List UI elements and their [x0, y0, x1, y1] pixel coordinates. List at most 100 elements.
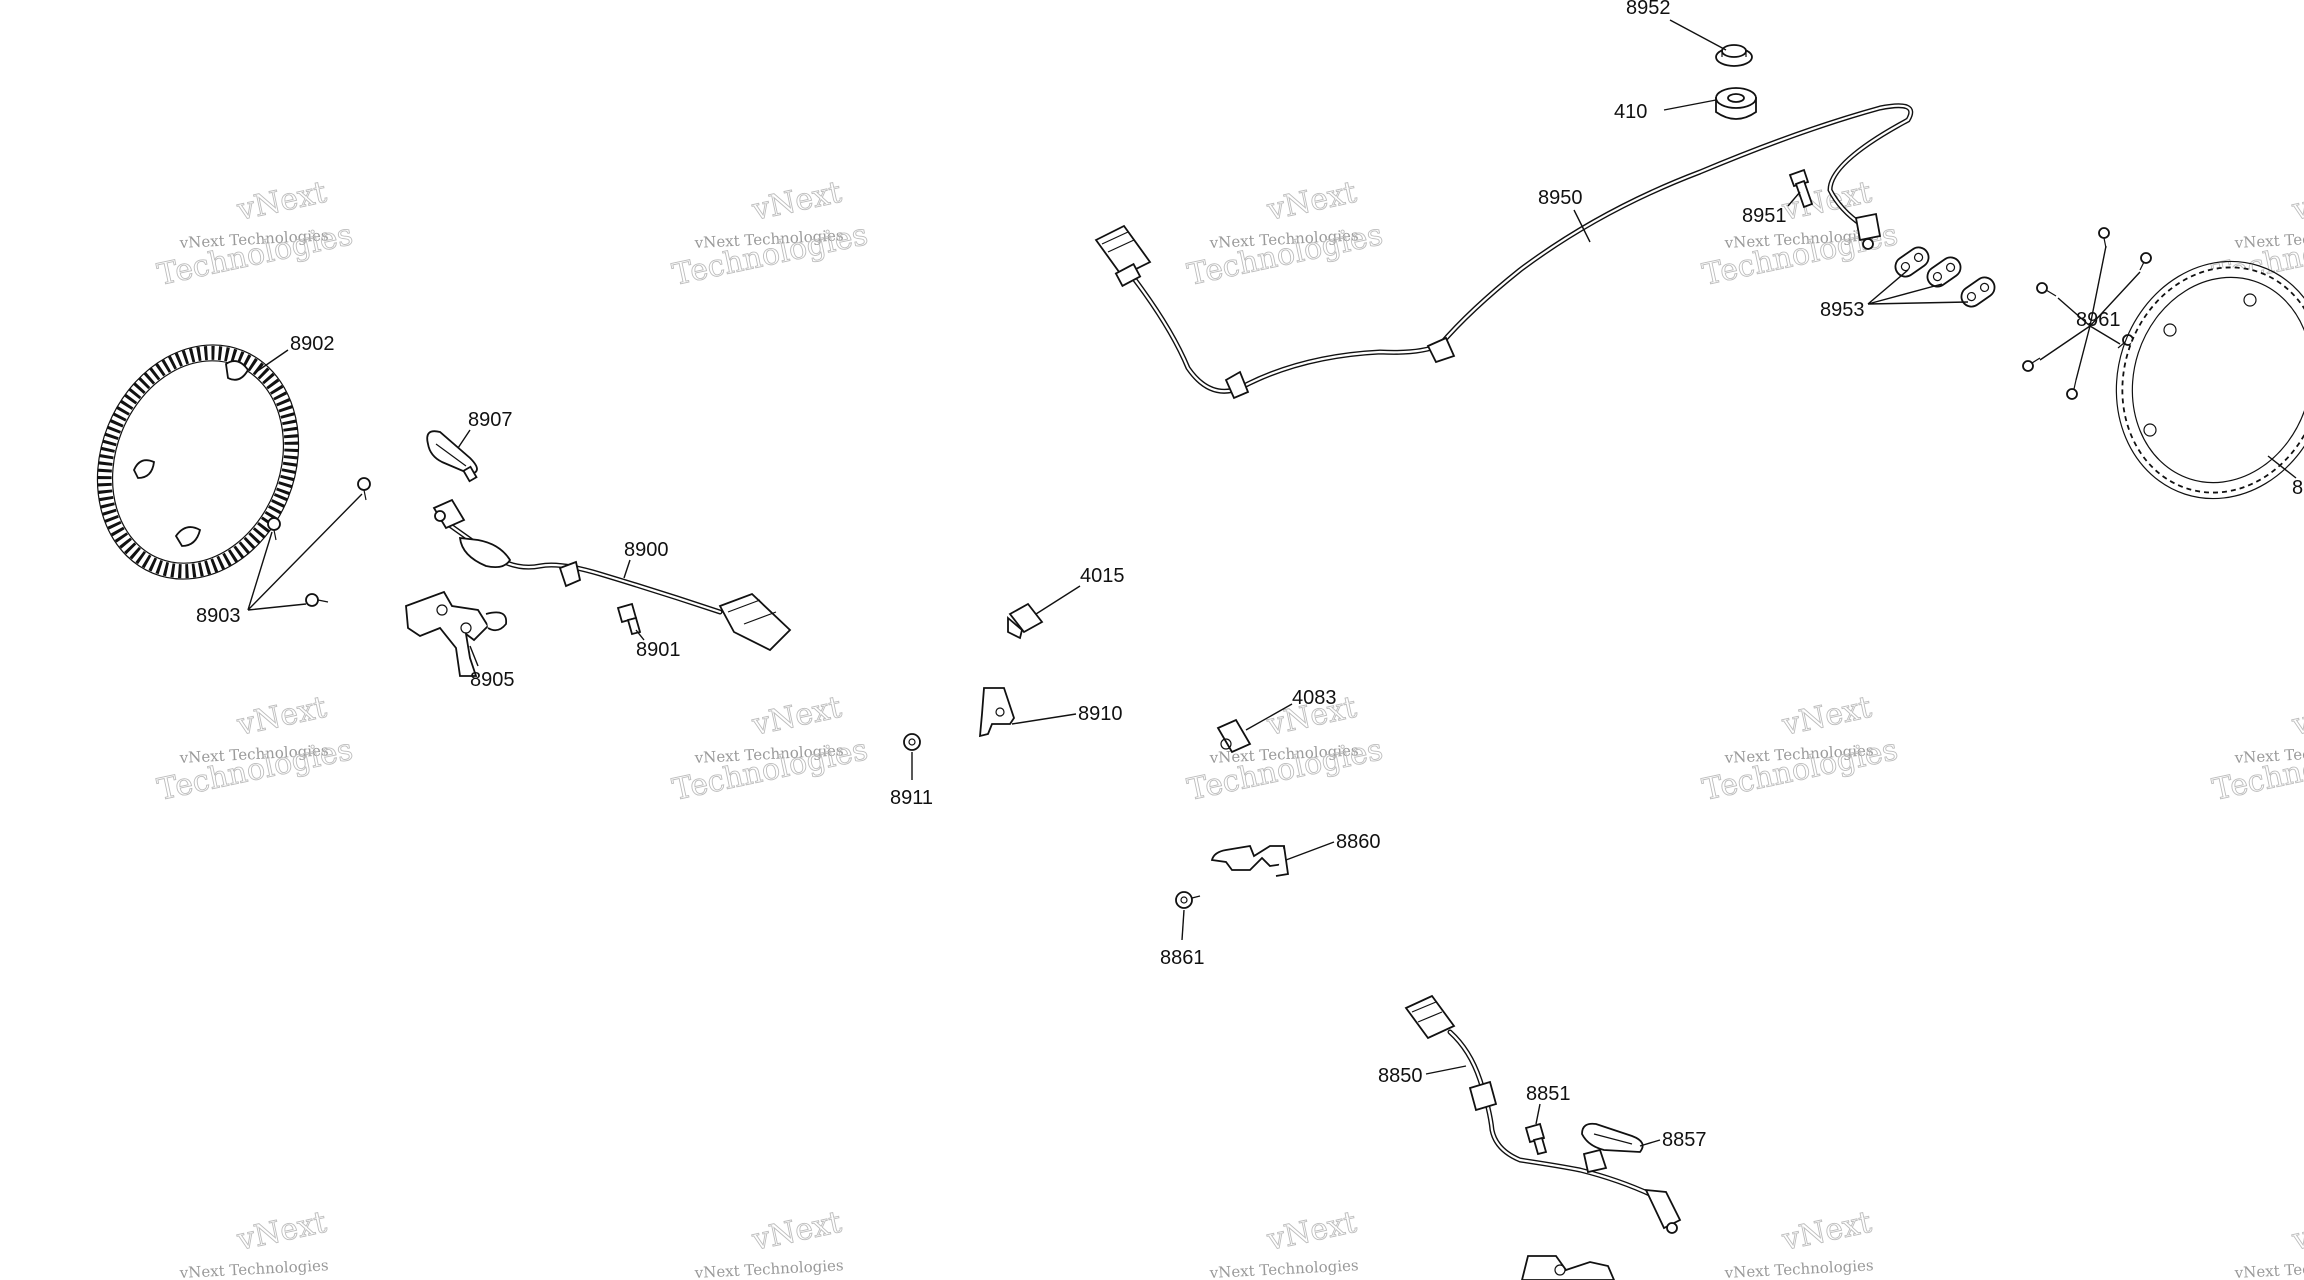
svg-text:Technologies: Technologies: [154, 217, 355, 293]
part-8953-shims: [1894, 246, 1996, 308]
svg-text:Technologies: Technologies: [1699, 732, 1900, 808]
part-8950-harness: [1094, 103, 1914, 400]
label-8952: 8952: [1626, 0, 1671, 19]
watermark: vNext vNext Technologies Technologies: [669, 174, 871, 293]
svg-text:Technologies: Technologies: [669, 217, 870, 293]
label-8861: 8861: [1160, 947, 1205, 969]
part-4083-connector: [1216, 718, 1252, 754]
part-8951-bolt: [1788, 168, 1814, 209]
svg-text:vNext: vNext: [748, 1205, 844, 1258]
svg-text:Technologies: Technologies: [669, 732, 870, 808]
part-8900-front-sensor-harness: [432, 498, 792, 652]
leader-8850: [1425, 1065, 1467, 1075]
watermark: vNext vNext Technologies: [178, 1204, 330, 1280]
leader-8857: [1639, 1139, 1661, 1147]
svg-text:vNext: vNext: [2288, 690, 2304, 743]
leader-8910: [1011, 713, 1077, 725]
label-8905: 8905: [470, 669, 515, 691]
part-8861-bolt: [1175, 891, 1201, 909]
label-410: 410: [1614, 101, 1647, 123]
svg-text:vNext Technologies: vNext Technologies: [178, 1256, 329, 1280]
svg-text:vNext Technologies: vNext Technologies: [693, 1256, 844, 1280]
part-8857-clamp: [1581, 1122, 1644, 1153]
watermark: vNext vNext Technologies: [2233, 1204, 2304, 1280]
part-4015-connector: [1007, 602, 1044, 640]
label-8951: 8951: [1742, 205, 1787, 227]
leader-8950: [1573, 209, 1591, 243]
svg-text:vNext: vNext: [2288, 1205, 2304, 1258]
watermark: vNext vNext Technologies Technologies: [154, 689, 356, 808]
svg-text:vNext: vNext: [1263, 175, 1359, 228]
label-8961: 8961: [2076, 309, 2121, 331]
watermark: vNext vNext Technologies Technologies: [2209, 689, 2304, 808]
leader-8961: [2039, 245, 2141, 381]
leader-8907: [457, 429, 471, 449]
part-8902-tone-ring: [96, 344, 300, 580]
part-8907-clamp: [426, 430, 478, 483]
leader-8953: [1867, 269, 1969, 305]
label-8851: 8851: [1526, 1083, 1571, 1105]
leader-8951: [1787, 191, 1801, 207]
part-8952-cap: [1715, 44, 1753, 67]
label-8900: 8900: [624, 539, 669, 561]
label-8907: 8907: [468, 409, 513, 431]
leader-4015: [1035, 585, 1081, 615]
part-410-grommet: [1715, 87, 1757, 120]
svg-text:Technologies: Technologies: [1184, 732, 1385, 808]
leader-8900: [623, 559, 631, 579]
svg-text:Technologies: Technologies: [2209, 732, 2304, 808]
watermark: vNext vNext Technologies: [1208, 1204, 1360, 1280]
label-8857: 8857: [1662, 1129, 1707, 1151]
svg-text:vNext Technologies: vNext Technologies: [2233, 1256, 2304, 1280]
leader-8901: [635, 629, 645, 641]
svg-text:vNext: vNext: [748, 690, 844, 743]
svg-text:vNext: vNext: [2288, 175, 2304, 228]
label-8902: 8902: [290, 333, 335, 355]
svg-text:vNext: vNext: [233, 175, 329, 228]
svg-text:vNext: vNext: [1778, 1205, 1874, 1258]
svg-text:vNext: vNext: [1263, 1205, 1359, 1258]
label-8901: 8901: [636, 639, 681, 661]
leader-8860: [1285, 841, 1335, 861]
svg-text:vNext Technologies: vNext Technologies: [1208, 1256, 1359, 1280]
watermark: vNext vNext Technologies Technologies: [1699, 689, 1901, 808]
leader-8962: [2267, 455, 2297, 479]
leader-8905: [469, 645, 479, 667]
svg-text:Technologies: Technologies: [154, 732, 355, 808]
svg-text:vNext: vNext: [233, 690, 329, 743]
leader-8902: [255, 349, 289, 373]
leader-8903: [247, 493, 363, 611]
label-4015: 4015: [1080, 565, 1125, 587]
part-8905-bracket: [405, 590, 508, 677]
part-8911-bolt: [903, 733, 921, 751]
label-8911: 8911: [890, 787, 933, 809]
svg-text:vNext: vNext: [1778, 690, 1874, 743]
watermark: vNext vNext Technologies: [693, 1204, 845, 1280]
svg-text:vNext Technologies: vNext Technologies: [1723, 1256, 1874, 1280]
part-8855-bracket-partial: [1521, 1255, 1615, 1280]
svg-text:Technologies: Technologies: [1184, 217, 1385, 293]
part-8903-bolts: [267, 477, 371, 607]
label-8850: 8850: [1378, 1065, 1423, 1087]
label-8910: 8910: [1078, 703, 1123, 725]
svg-text:vNext: vNext: [748, 175, 844, 228]
watermark: vNext vNext Technologies Technologies: [1184, 174, 1386, 293]
label-8860: 8860: [1336, 831, 1381, 853]
leader-8952: [1669, 19, 1727, 51]
leader-410: [1663, 99, 1717, 111]
label-8950: 8950: [1538, 187, 1583, 209]
label-8953: 8953: [1820, 299, 1865, 321]
svg-text:vNext: vNext: [233, 1205, 329, 1258]
part-8851-bolt: [1524, 1122, 1548, 1156]
label-8903: 8903: [196, 605, 241, 627]
leader-8851: [1535, 1103, 1541, 1125]
part-8901-bolt: [616, 602, 642, 636]
watermark: vNext vNext Technologies: [1723, 1204, 1875, 1280]
part-rear-tone-ring: [2115, 260, 2304, 500]
label-4083: 4083: [1292, 687, 1337, 709]
leader-8861: [1181, 909, 1185, 941]
part-8910-bracket: [978, 687, 1015, 738]
part-8860-bracket: [1210, 844, 1290, 877]
watermark: vNext vNext Technologies Technologies: [154, 174, 356, 293]
